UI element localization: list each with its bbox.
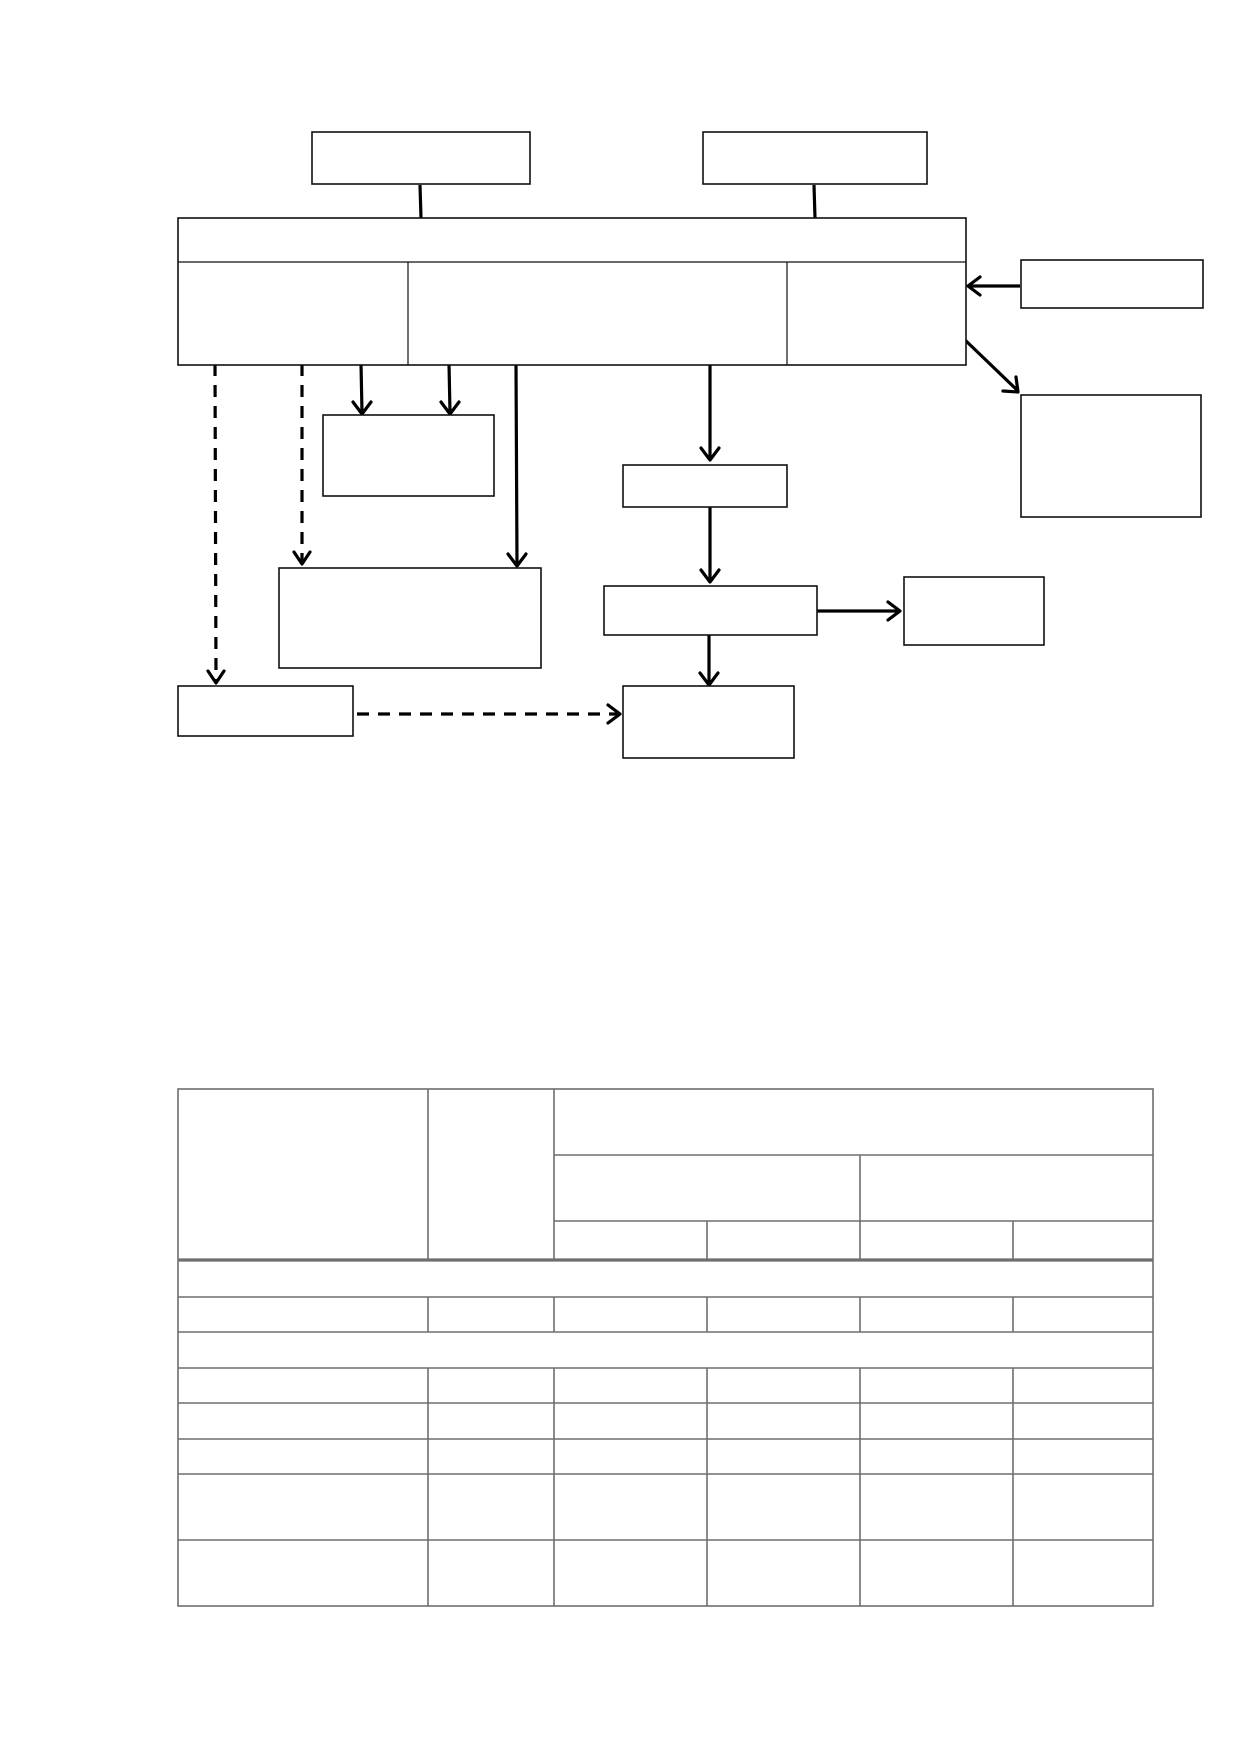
- edges: [206, 184, 1020, 725]
- edge-main-to-mid-left-a: [359, 363, 364, 413]
- node-bottom-left: [177, 685, 354, 737]
- node-mid-left-small: [322, 414, 495, 497]
- arrowhead-bottom-center: [698, 671, 720, 687]
- arrowhead-bottom-center-dashed: [606, 703, 622, 725]
- node-center-wide: [603, 585, 818, 636]
- edge-main-to-left-large-solid: [514, 363, 519, 565]
- data-table: [177, 1088, 1154, 1607]
- edge-main-to-right-output: [962, 337, 1019, 392]
- node-main-block: [177, 217, 967, 366]
- node-center-small: [622, 464, 788, 508]
- edge-top-right-to-main: [812, 184, 817, 219]
- edge-main-to-bottom-left-dashed: [213, 363, 218, 682]
- node-right-mid: [903, 576, 1045, 646]
- edge-top-left-to-main: [418, 184, 423, 219]
- table-body-row-2-dividers: [427, 1297, 1014, 1332]
- arrowhead-left-large-solid: [506, 552, 528, 568]
- arrowhead-right-mid: [886, 600, 902, 622]
- table-frame: [177, 1088, 1154, 1607]
- arrowhead-mid-left-b: [439, 400, 461, 416]
- arrowhead-bottom-left-dashed: [206, 669, 226, 685]
- arrowhead-center-small: [699, 446, 721, 462]
- arrowhead-mid-left-a: [351, 400, 373, 416]
- nodes: [177, 131, 1204, 759]
- node-bottom-center: [622, 685, 795, 759]
- arrowhead-left-large-dashed: [292, 550, 312, 566]
- arrowhead-right-output: [1001, 375, 1020, 394]
- flow-diagram: [177, 131, 1204, 759]
- table-body-rows-4-8-dividers: [427, 1368, 1014, 1606]
- arrowhead-right-input: [966, 275, 982, 297]
- main-block-frame: [177, 217, 967, 366]
- arrowhead-center-wide: [699, 568, 721, 584]
- edge-main-to-mid-left-b: [447, 363, 452, 413]
- node-top-right: [702, 131, 928, 185]
- node-left-large: [278, 567, 542, 669]
- node-right-output: [1020, 394, 1202, 518]
- node-right-input: [1020, 259, 1204, 309]
- node-top-left: [311, 131, 531, 185]
